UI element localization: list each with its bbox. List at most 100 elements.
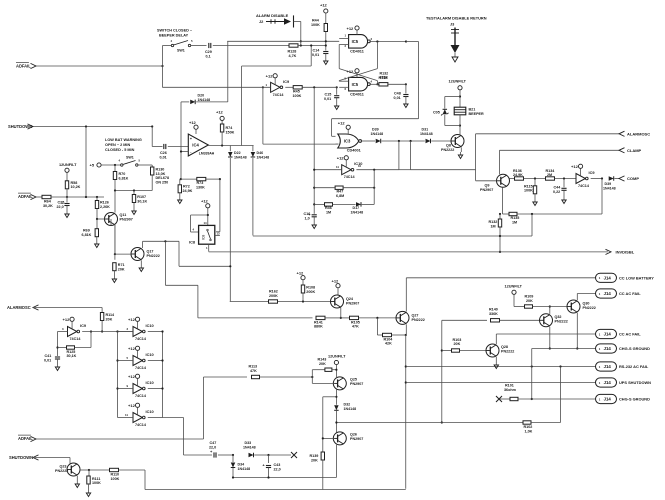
svg-text:SWITCH CLOSED ~: SWITCH CLOSED ~ [157, 29, 193, 33]
svg-text:BEEPER: BEEPER [469, 112, 485, 116]
svg-text:1N4148: 1N4148 [351, 211, 364, 215]
svg-text:Q9: Q9 [485, 184, 490, 188]
svg-text:1: 1 [599, 365, 601, 369]
svg-text:R74: R74 [226, 126, 234, 130]
svg-text:Q27: Q27 [412, 314, 419, 318]
svg-text:ALARM DISABLE: ALARM DISABLE [256, 13, 289, 18]
svg-text:5: 5 [127, 356, 129, 360]
svg-text:+12: +12 [128, 346, 136, 351]
svg-text:IC10: IC10 [146, 323, 154, 328]
svg-text:1: 1 [599, 347, 601, 351]
svg-text:47K: 47K [352, 325, 359, 329]
svg-text:PN2907: PN2907 [480, 188, 493, 192]
svg-text:PN2222: PN2222 [412, 318, 425, 322]
svg-text:36ohm: 36ohm [504, 388, 517, 392]
svg-text:IC9: IC9 [80, 323, 87, 328]
svg-text:47K: 47K [250, 369, 257, 373]
svg-text:3: 3 [371, 37, 373, 41]
svg-text:R114: R114 [106, 313, 116, 317]
svg-text:30,1K: 30,1K [67, 354, 77, 358]
svg-text:Q25: Q25 [350, 378, 357, 382]
svg-text:Q30: Q30 [583, 302, 590, 306]
svg-text:C48: C48 [394, 92, 401, 96]
svg-text:+: + [308, 212, 311, 217]
svg-text:R126: R126 [100, 201, 109, 205]
svg-text:D33: D33 [245, 441, 252, 445]
svg-text:IC10: IC10 [354, 161, 362, 166]
svg-text:PN2222: PN2222 [501, 350, 514, 354]
svg-text:C16: C16 [304, 212, 311, 216]
svg-text:R139: R139 [310, 454, 319, 458]
svg-text:0,01: 0,01 [394, 96, 401, 100]
svg-text:1: 1 [599, 397, 601, 401]
svg-text:SHUTDOWN: SHUTDOWN [9, 455, 33, 460]
svg-text:CD4011: CD4011 [350, 50, 364, 54]
svg-text:12UNFILT: 12UNFILT [505, 285, 523, 289]
svg-text:20K: 20K [311, 458, 318, 462]
svg-text:J14: J14 [604, 291, 612, 296]
svg-text:+12: +12 [128, 403, 136, 408]
svg-text:R115: R115 [524, 185, 533, 189]
svg-text:0,01: 0,01 [312, 53, 319, 57]
svg-text:R46: R46 [325, 206, 332, 210]
svg-text:PN2907: PN2907 [350, 437, 363, 441]
svg-text:+12: +12 [332, 279, 340, 284]
svg-text:R134: R134 [546, 169, 556, 173]
svg-text:13: 13 [217, 232, 221, 236]
svg-text:IC8: IC8 [202, 235, 206, 240]
svg-text:1M: 1M [512, 221, 517, 225]
svg-text:R132: R132 [489, 220, 498, 224]
svg-text:R107: R107 [137, 195, 146, 199]
svg-text:J14: J14 [604, 346, 612, 351]
svg-text:SW1: SW1 [177, 49, 185, 53]
svg-text:C25: C25 [58, 201, 65, 205]
svg-text:IC5: IC5 [352, 39, 359, 44]
svg-text:R105: R105 [351, 320, 360, 324]
svg-text:11: 11 [125, 413, 128, 417]
svg-text:D31: D31 [422, 128, 429, 132]
svg-text:R113: R113 [249, 365, 258, 369]
svg-text:+12: +12 [216, 110, 224, 115]
svg-text:Q24: Q24 [346, 297, 354, 301]
svg-text:4,7K: 4,7K [289, 54, 297, 58]
svg-text:12UNFILT: 12UNFILT [449, 80, 467, 84]
svg-text:PN2222: PN2222 [55, 469, 68, 473]
svg-text:1: 1 [206, 246, 208, 250]
svg-text:R44: R44 [312, 19, 320, 23]
svg-text:D39: D39 [372, 128, 379, 132]
svg-text:0,01: 0,01 [44, 359, 51, 363]
svg-text:1N4148: 1N4148 [238, 467, 251, 471]
svg-text:4: 4 [193, 228, 195, 232]
svg-text:ON 250: ON 250 [156, 180, 169, 184]
svg-text:10,2K: 10,2K [71, 185, 81, 189]
svg-text:2M: 2M [547, 173, 552, 177]
svg-text:5: 5 [191, 39, 193, 43]
svg-text:74C14: 74C14 [135, 366, 147, 370]
svg-text:Q17: Q17 [147, 250, 154, 254]
svg-text:R58: R58 [71, 181, 78, 185]
svg-text:100K: 100K [111, 477, 120, 481]
svg-text:Q32: Q32 [555, 315, 562, 319]
svg-text:R143: R143 [318, 358, 327, 362]
svg-text:2: 2 [345, 44, 347, 48]
svg-text:12UNFILT: 12UNFILT [328, 355, 346, 359]
svg-text:+12: +12 [266, 73, 274, 78]
svg-text:2,26K: 2,26K [100, 205, 110, 209]
svg-text:+12: +12 [189, 120, 197, 125]
svg-text:D20: D20 [198, 94, 205, 98]
svg-text:R103: R103 [453, 338, 462, 342]
svg-text:CD4011: CD4011 [350, 92, 364, 96]
svg-text:J14: J14 [604, 397, 612, 402]
svg-text:100K: 100K [92, 481, 101, 485]
svg-text:74C14: 74C14 [70, 337, 82, 341]
svg-text:1: 1 [599, 276, 601, 280]
svg-text:+: + [190, 136, 193, 141]
svg-text:R45: R45 [293, 90, 300, 94]
svg-text:Q8: Q8 [446, 144, 451, 148]
svg-text:Q11: Q11 [120, 213, 127, 217]
svg-text:PN2222: PN2222 [583, 306, 596, 310]
svg-text:+12: +12 [128, 374, 136, 379]
svg-text:22,0: 22,0 [57, 205, 64, 209]
svg-text:TEST/ALARM DISABLE RETURN: TEST/ALARM DISABLE RETURN [426, 16, 487, 21]
svg-text:+12: +12 [337, 155, 345, 160]
